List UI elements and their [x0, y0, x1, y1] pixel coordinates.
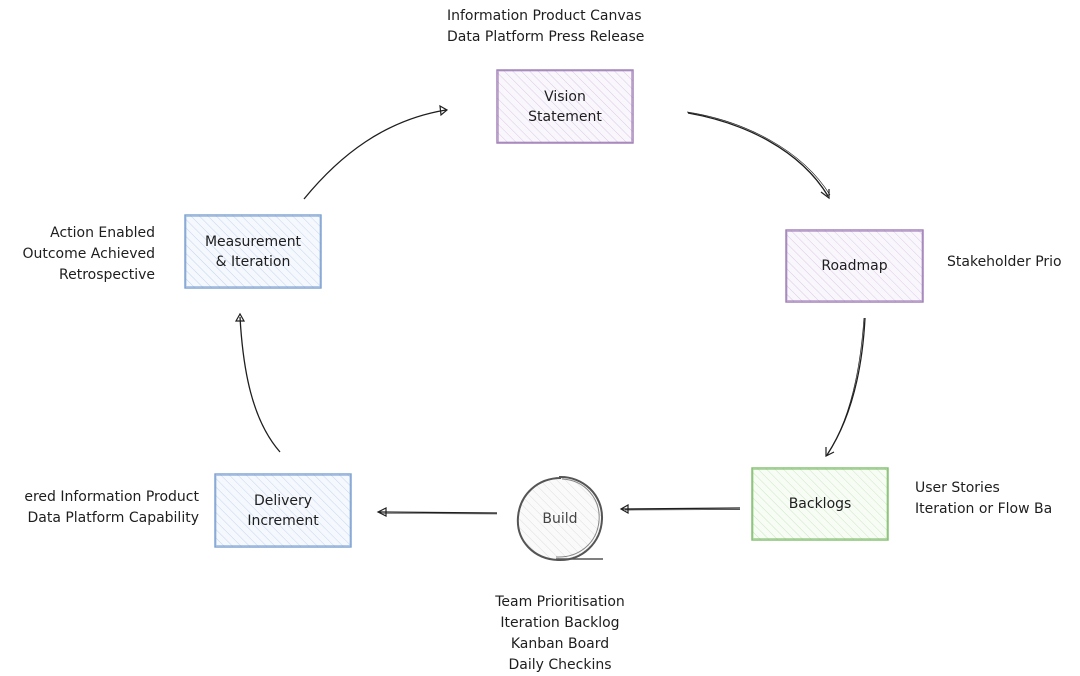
node-backlogs[interactable]: Backlogs [752, 468, 888, 540]
node-build-shape[interactable] [516, 475, 604, 562]
arrowhead-icon [439, 104, 449, 117]
node-vision[interactable]: Vision Statement [497, 70, 633, 143]
node-measurement[interactable]: Measurement & Iteration [185, 215, 321, 288]
annotation-line: ered Information Product [24, 489, 199, 505]
node-label-line: Build [542, 510, 578, 527]
node-label-line: Roadmap [821, 258, 888, 274]
annotation-line: Team Prioritisation [495, 594, 625, 610]
node-label-line: Increment [247, 512, 319, 529]
annotation-line: Data Platform Capability [27, 510, 199, 526]
arrowhead-icon [825, 447, 835, 457]
edge-build-to-delivery [376, 507, 498, 517]
annotation-line: Iteration Backlog [500, 615, 620, 631]
node-label-line: Backlogs [788, 496, 852, 512]
node-roadmap-shape[interactable] [785, 229, 924, 303]
node-label-line: Vision [544, 88, 586, 105]
annotation-line: Daily Checkins [508, 657, 612, 673]
annotation-line: Outcome Achieved [22, 246, 155, 262]
arrowhead-icon [619, 503, 629, 515]
annotation-measurement: Action Enabled Outcome Achieved Retrospe… [22, 223, 155, 286]
edge-measurement-to-vision [303, 104, 449, 200]
node-delivery-shape[interactable] [214, 473, 352, 548]
node-roadmap[interactable]: Roadmap [786, 230, 923, 302]
edge-vision-to-roadmap [686, 111, 831, 200]
node-vision-shape[interactable] [496, 69, 634, 144]
annotation-line: Retrospective [59, 267, 155, 283]
annotation-line: Information Product Canvas [447, 8, 642, 24]
edge-backlogs-to-build [619, 503, 741, 515]
annotation-build: Team Prioritisation Iteration Backlog Ka… [470, 592, 650, 676]
node-label-line: & Iteration [215, 253, 291, 270]
arrowhead-icon [376, 507, 387, 517]
annotation-vision: Information Product Canvas Data Platform… [447, 6, 644, 48]
arrowhead-icon [234, 312, 246, 322]
annotation-roadmap: Stakeholder Prio [947, 252, 1062, 273]
annotation-line: Kanban Board [510, 636, 610, 652]
annotation-line: Iteration or Flow Ba [915, 501, 1053, 517]
annotation-line: Data Platform Press Release [447, 29, 645, 45]
node-label-line: Delivery [253, 492, 313, 509]
edge-delivery-to-measurement [234, 312, 281, 453]
node-label-line: Measurement [204, 233, 302, 250]
annotation-line: Stakeholder Prio [947, 254, 1062, 270]
edge-roadmap-to-backlogs [825, 317, 866, 457]
arrowhead-icon [820, 189, 830, 200]
node-label-line: Statement [528, 108, 602, 125]
annotation-delivery: ered Information Product Data Platform C… [24, 487, 199, 529]
annotation-line: Action Enabled [50, 225, 155, 241]
node-backlogs-shape[interactable] [751, 467, 889, 541]
node-measurement-shape[interactable] [184, 214, 322, 289]
node-delivery[interactable]: Delivery Increment [215, 474, 351, 547]
node-build[interactable]: Build [518, 477, 602, 560]
annotation-backlogs: User Stories Iteration or Flow Ba [915, 478, 1052, 520]
annotation-line: User Stories [915, 480, 1000, 496]
